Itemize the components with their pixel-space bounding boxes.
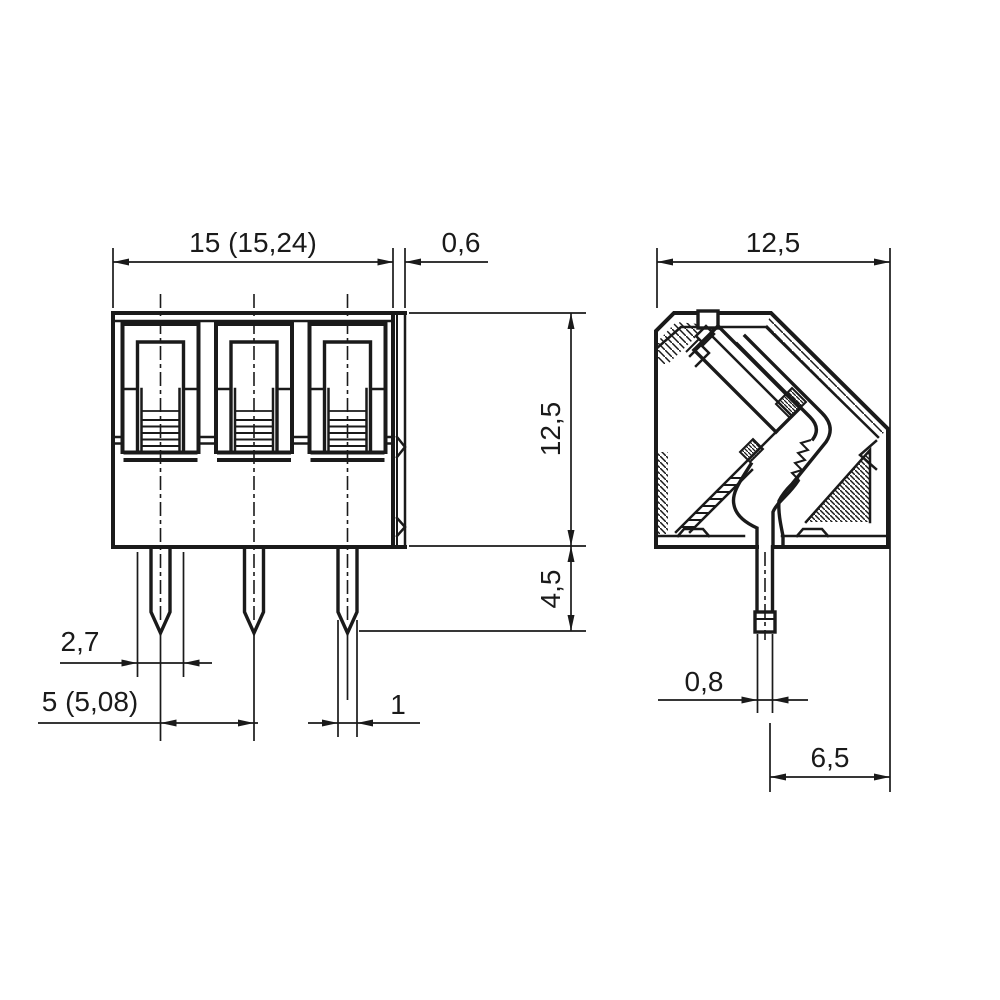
dim-front-pin-width: 1 bbox=[308, 689, 420, 727]
side-pin bbox=[731, 461, 777, 640]
side-view bbox=[654, 309, 890, 640]
dim-front-body-height-label: 12,5 bbox=[535, 402, 566, 457]
hatch-left-wall bbox=[656, 452, 668, 534]
dim-front-pin-pitch-label: 5 (5,08) bbox=[42, 686, 139, 717]
dim-front-total-width-label: 15 (15,24) bbox=[189, 227, 317, 258]
bottom-strip bbox=[654, 527, 890, 538]
wire-entry-notch bbox=[858, 439, 878, 471]
dim-front-pin-width-label: 1 bbox=[390, 689, 406, 720]
hatch-clamp-patch bbox=[740, 439, 763, 462]
dim-side-pin-edge-distance-label: 6,5 bbox=[811, 742, 850, 773]
clamp-cage-section bbox=[734, 333, 832, 549]
dim-front-clamp-opening: 2,7 bbox=[60, 626, 212, 667]
dim-front-pin-pitch: 5 (5,08) bbox=[38, 686, 258, 727]
clamp-pole-2 bbox=[214, 294, 294, 620]
dim-front-body-height: 12,5 bbox=[535, 313, 575, 546]
screw-slot bbox=[688, 324, 716, 368]
dim-side-depth-label: 12,5 bbox=[746, 227, 801, 258]
front-view bbox=[111, 294, 407, 741]
clamp-pole-3 bbox=[307, 294, 388, 620]
thread-serration bbox=[790, 439, 812, 481]
clamp-pole-1 bbox=[120, 294, 201, 620]
dim-front-flange-offset: 0,6 bbox=[405, 227, 488, 266]
dim-side-pin-thickness-label: 0,8 bbox=[685, 666, 724, 697]
roof-slot bbox=[696, 309, 720, 330]
dim-side-pin-edge-distance: 6,5 bbox=[770, 742, 890, 781]
dim-front-pin-length: 4,5 bbox=[535, 546, 575, 631]
hatch-top-right-wall bbox=[766, 313, 888, 438]
dim-front-total-width: 15 (15,24) bbox=[113, 227, 394, 266]
latch-wedge bbox=[395, 516, 407, 538]
front-body-outline bbox=[111, 311, 407, 549]
dim-front-pin-length-label: 4,5 bbox=[535, 570, 566, 609]
extension-lines bbox=[112, 248, 891, 792]
latch-wedge bbox=[395, 435, 407, 459]
dim-side-pin-thickness: 0,8 bbox=[658, 666, 808, 704]
dim-side-depth: 12,5 bbox=[657, 227, 890, 266]
hatch-top-left-wedge bbox=[658, 322, 700, 364]
solder-pins-front bbox=[149, 546, 359, 741]
dim-front-flange-offset-label: 0,6 bbox=[442, 227, 481, 258]
dim-front-clamp-opening-label: 2,7 bbox=[61, 626, 100, 657]
dimensions: 15 (15,24) 0,6 12,5 4,5 2,7 bbox=[38, 227, 891, 792]
